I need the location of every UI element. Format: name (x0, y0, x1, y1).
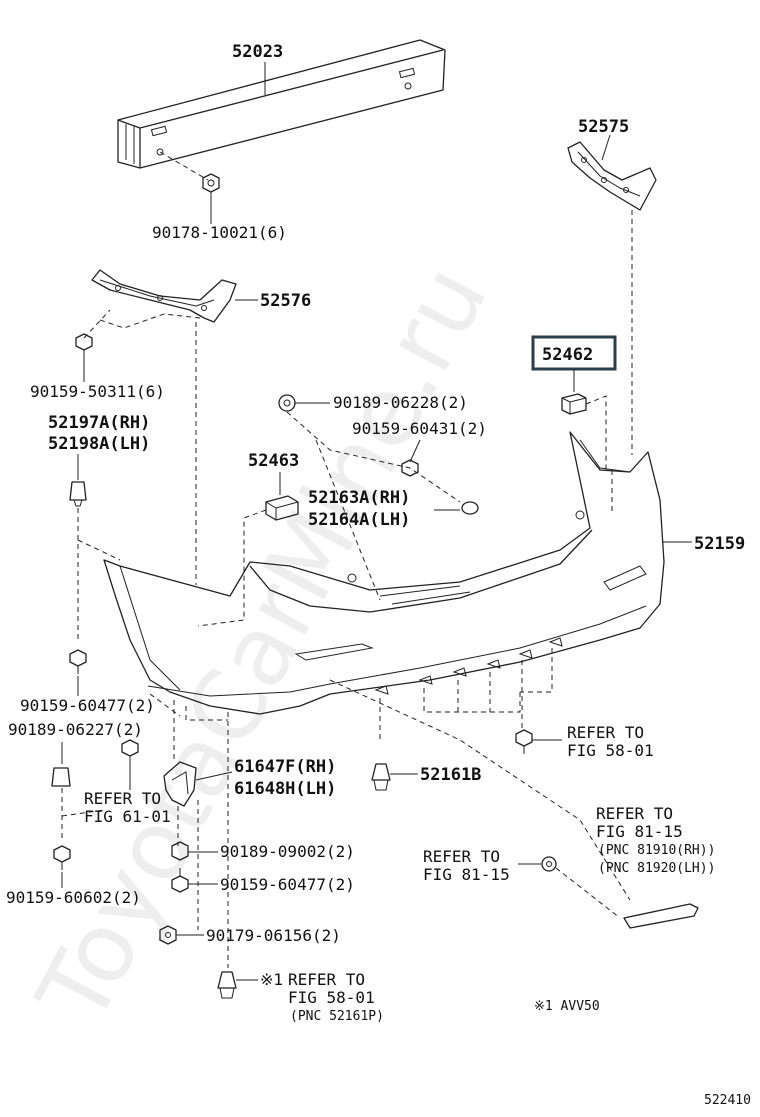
dash-52463 (197, 509, 267, 627)
dash-lower-left-c (185, 706, 228, 721)
reflector-shape (623, 903, 699, 929)
clip-90189-06227-icon (51, 767, 71, 787)
clip-90189-06228-icon (278, 394, 296, 412)
screw-90159-50311-icon (75, 333, 93, 360)
label-90178: 90178-10021(6) (152, 223, 287, 242)
label-90189-06228: 90189-06228(2) (333, 393, 468, 412)
label-52575: 52575 (578, 117, 629, 137)
dash-52161b-group (379, 648, 553, 740)
dash-refer-81-15-left (555, 867, 621, 919)
label-90159-60431: 90159-60431(2) (352, 419, 487, 438)
screw-90159-60431-icon (401, 459, 419, 477)
dash-clips-side (286, 411, 461, 503)
refer-81-15-right-line2: FIG 81-15 (596, 822, 683, 841)
label-52023: 52023 (232, 42, 283, 62)
label-90179-06156: 90179-06156(2) (206, 926, 341, 945)
dash-lower-left-a (149, 693, 181, 717)
screw-90159-60477-b-icon (171, 868, 189, 893)
screw-90159-60477-a-icon (69, 649, 87, 674)
label-61648h: 61648H(LH) (234, 779, 336, 799)
bracket-52576-shape (91, 269, 237, 323)
label-61647f: 61647F(RH) (234, 757, 336, 777)
label-52164a: 52164A(LH) (308, 510, 410, 530)
nut-90179-06156-icon (159, 925, 177, 945)
nut-90178-icon (202, 173, 220, 193)
dash-52462 (585, 395, 607, 470)
footnote-avv50: ※1 AVV50 (534, 999, 600, 1014)
refer-81-15-left-line2: FIG 81-15 (423, 865, 510, 884)
label-52198a: 52198A(LH) (48, 434, 150, 454)
label-52159: 52159 (694, 534, 745, 554)
leader-90159-60431 (409, 439, 421, 463)
dash-refer-61-01 (61, 809, 105, 817)
dash-52576-c (83, 309, 111, 339)
refer-81-15-right-line3: (PNC 81910(RH)) (598, 843, 715, 858)
label-90189-06227: 90189-06227(2) (8, 720, 143, 739)
dash-clip-down (315, 439, 381, 601)
refer-61-01-line2: FIG 61-01 (84, 807, 171, 826)
label-90159-50311: 90159-50311(6) (30, 382, 165, 401)
refer-58-01-bottom-line1: REFER TO (288, 970, 365, 989)
label-52161b: 52161B (420, 765, 481, 785)
watermark: ToyotaCarMine.ru (16, 248, 509, 1042)
fastener-refer-61-01-icon (121, 739, 139, 757)
leader-61647f (195, 771, 233, 781)
cap-52163a-icon (461, 501, 479, 515)
label-52462: 52462 (542, 345, 593, 365)
diagram-id: 522410 (704, 1093, 751, 1108)
refer-81-15-right-line4: (PNC 81920(LH)) (598, 861, 715, 876)
label-52163a: 52163A(RH) (308, 488, 410, 508)
clip-52161p-icon (217, 971, 237, 999)
clip-90189-09002-icon (171, 841, 189, 861)
fastener-refer-81-15-left-icon (541, 856, 557, 872)
refer-58-01-right-line1: REFER TO (567, 723, 644, 742)
dash-reflector (329, 679, 631, 901)
bumper-cover-52159-shape (103, 431, 665, 715)
spacer-52463-icon (265, 495, 299, 521)
refer-58-01-bottom-line3: (PNC 52161P) (290, 1009, 384, 1024)
label-90159-60602: 90159-60602(2) (6, 888, 141, 907)
label-52463: 52463 (248, 451, 299, 471)
refer-81-15-right-line1: REFER TO (596, 804, 673, 823)
spacer-52462-icon (561, 393, 587, 415)
bracket-61647f-shape (163, 761, 197, 807)
label-52197a: 52197A(RH) (48, 413, 150, 433)
dash-52023-nut (159, 151, 209, 181)
refer-61-01-line1: REFER TO (84, 789, 161, 808)
clip-52197a-icon (69, 481, 87, 507)
label-90159-60477-b: 90159-60477(2) (220, 875, 355, 894)
refer-58-01-right-line2: FIG 58-01 (567, 741, 654, 760)
refer-58-01-bottom-line2: FIG 58-01 (288, 988, 375, 1007)
leader-52575 (601, 134, 611, 161)
label-90159-60477-a: 90159-60477(2) (20, 696, 155, 715)
dash-52576-a (99, 313, 201, 329)
label-52576: 52576 (260, 291, 311, 311)
bracket-52575-shape (567, 141, 657, 211)
refer-81-15-left-line1: REFER TO (423, 847, 500, 866)
fastener-refer-58-01-right-icon (515, 729, 533, 754)
dash-bumper-left (77, 539, 121, 561)
screw-90159-60602-icon (53, 845, 71, 870)
refer-58-01-bottom-mark: ※1 (260, 970, 283, 989)
reinforcement-52023-shape (117, 39, 446, 169)
clip-52161b-icon (371, 763, 391, 791)
label-90189-09002: 90189-09002(2) (220, 842, 355, 861)
